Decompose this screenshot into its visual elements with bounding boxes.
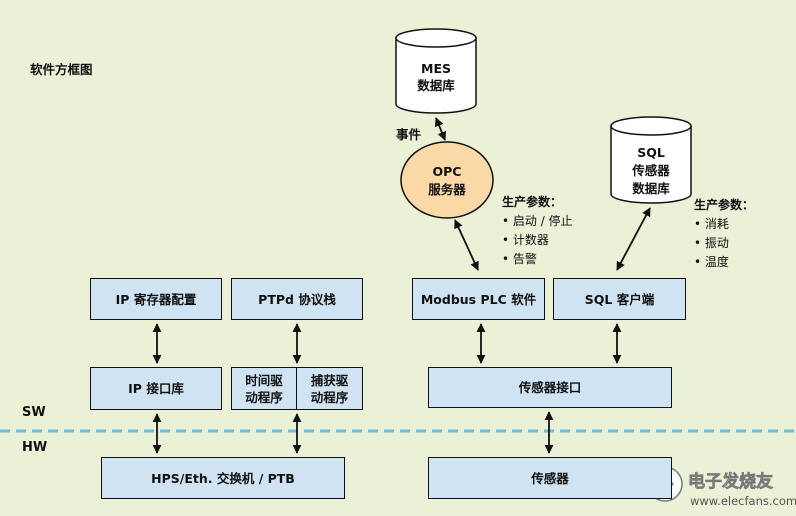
sensor-box: 传感器 [428, 457, 672, 499]
ptpd-stack-box: PTPd 协议栈 [231, 278, 363, 320]
ptpd-stack-label: PTPd 协议栈 [258, 291, 336, 307]
arrow-mes-opc [434, 117, 447, 141]
sql-params-heading: 生产参数： [694, 198, 755, 212]
sensor-interface-label: 传感器接口 [518, 380, 582, 395]
capture-driver-box: 捕获驱 动程序 [296, 367, 363, 410]
ip-interface-lib-box: IP 接口库 [90, 367, 222, 410]
watermark-cn: 电子发烧友 [688, 471, 773, 492]
capture-driver-line1: 捕获驱 [310, 372, 349, 388]
sql-params-item: • 振动 [694, 236, 729, 250]
arrow-opc-modbus [454, 219, 479, 271]
mes-database-cylinder [395, 28, 477, 114]
opc-server-line1: OPC [432, 164, 462, 179]
opc-params-note: 生产参数： • 启动 / 停止 • 计数器 • 告警 [502, 193, 573, 269]
modbus-plc-label: Modbus PLC 软件 [420, 291, 537, 307]
mes-database-line2: 数据库 [417, 78, 455, 93]
modbus-plc-box: Modbus PLC 软件 [412, 278, 545, 320]
opc-server-line2: 服务器 [428, 182, 466, 197]
sql-client-box: SQL 客户端 [553, 278, 686, 320]
arrow-sql-db-client [616, 207, 651, 271]
ip-register-config-label: IP 寄存器配置 [115, 291, 197, 307]
event-label: 事件 [396, 127, 422, 142]
sql-database-line1: SQL [637, 145, 665, 160]
opc-params-item: • 计数器 [502, 233, 549, 247]
diagram-title: 软件方框图 [30, 62, 93, 77]
sql-params-note: 生产参数： • 消耗 • 振动 • 温度 [694, 196, 754, 272]
opc-params-item: • 告警 [502, 252, 537, 266]
sql-params-item: • 温度 [694, 255, 729, 269]
hps-switch-label: HPS/Eth. 交换机 / PTB [151, 470, 295, 486]
mes-database-line1: MES [421, 61, 451, 76]
hps-switch-box: HPS/Eth. 交换机 / PTB [101, 457, 345, 499]
sql-database-line3: 数据库 [632, 181, 670, 196]
sql-params-item: • 消耗 [694, 217, 729, 231]
opc-server-ellipse [400, 141, 494, 219]
sql-client-label: SQL 客户端 [584, 291, 655, 307]
sql-database-cylinder [610, 116, 692, 204]
ip-register-config-box: IP 寄存器配置 [90, 278, 222, 320]
mes-database-label: MES 数据库 [396, 60, 476, 94]
ip-interface-lib-label: IP 接口库 [128, 381, 184, 396]
sql-database-label: SQL 传感器 数据库 [611, 144, 691, 198]
hw-label: HW [22, 440, 48, 455]
sensor-interface-box: 传感器接口 [428, 367, 672, 408]
sw-label: SW [22, 405, 46, 420]
watermark-en: www.elecfans.com [690, 494, 796, 508]
time-driver-box: 时间驱 动程序 [231, 367, 297, 410]
opc-params-item: • 启动 / 停止 [502, 214, 573, 228]
sql-database-line2: 传感器 [632, 163, 670, 178]
opc-params-heading: 生产参数： [502, 195, 563, 209]
opc-server-label: OPC 服务器 [401, 163, 493, 199]
capture-driver-line2: 动程序 [310, 389, 349, 405]
sensor-label: 传感器 [531, 470, 569, 486]
time-driver-line1: 时间驱 [245, 372, 283, 388]
time-driver-line2: 动程序 [245, 389, 283, 405]
